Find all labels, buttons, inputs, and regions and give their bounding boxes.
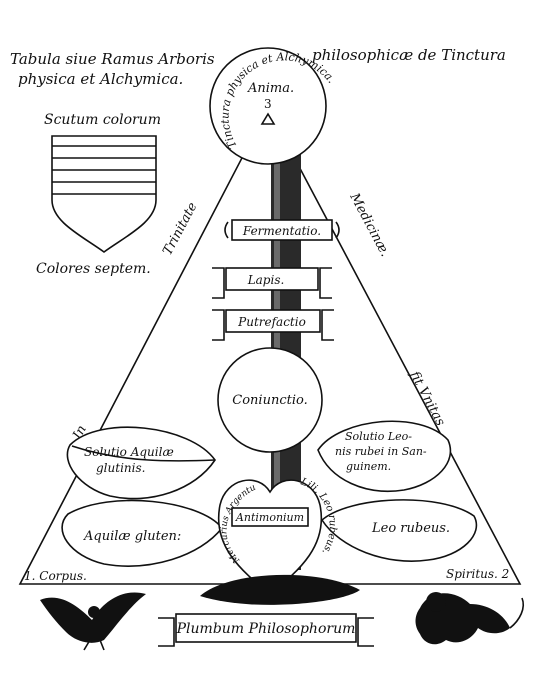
corner-left: 1. Corpus. (24, 569, 87, 583)
corner-right: Spiritus. 2 (446, 567, 509, 581)
heading-left-line2: physica et Alchymica. (18, 70, 183, 88)
leaf-lower-left: Aquilæ gluten: (61, 499, 224, 567)
scroll-putrefactio: Putrefactio (212, 309, 334, 341)
heart-center-label: Antimonium (235, 511, 304, 524)
lion-icon (415, 592, 525, 645)
scroll-putrefactio-label: Putrefactio (237, 315, 306, 329)
leaf-upper-left-line2: glutinis. (96, 461, 145, 475)
leaf-upper-left-line1: Solutio Aquilæ (84, 445, 174, 459)
scroll-fermentatio: Fermentatio. (224, 219, 340, 241)
anima-inner-triangle (260, 112, 276, 125)
scroll-fermentatio-label: Fermentatio. (242, 224, 321, 238)
side-right-upper: Medicinæ. (346, 190, 392, 259)
anima-circle (209, 47, 327, 165)
anima-label: Anima. (247, 81, 294, 96)
leaf-upper-right-line2: nis rubei in San- (335, 445, 427, 458)
heart-scroll (231, 507, 309, 527)
shield-title: Scutum colorum (44, 112, 161, 128)
bottom-banner-label: Plumbum Philosophorum (176, 621, 356, 637)
scroll-lapis-label: Lapis. (247, 273, 285, 287)
leaf-upper-right-line3: guinem. (346, 460, 391, 473)
shield-icon (51, 135, 157, 253)
leaf-lower-right-label: Leo rubeus. (371, 521, 450, 536)
leaf-upper-right-line1: Solutio Leo- (345, 430, 412, 443)
heading-right: philosophicæ de Tinctura (312, 46, 506, 64)
bottom-banner: Plumbum Philosophorum (158, 613, 374, 647)
leaf-upper-right: Solutio Leo- nis rubei in San- guinem. (317, 420, 452, 492)
anima-number: 3 (264, 97, 272, 111)
leaf-lower-left-label: Aquilæ gluten: (83, 529, 181, 544)
side-right-lower: fit Vnitas (406, 368, 448, 429)
shield-caption: Colores septem. (36, 261, 151, 277)
ground-mound (200, 574, 360, 605)
eagle-icon (40, 592, 146, 651)
coniunctio-label: Coniunctio. (232, 393, 307, 408)
heading-left-line1: Tabula siue Ramus Arboris (10, 50, 215, 68)
scroll-lapis: Lapis. (212, 267, 332, 299)
leaf-upper-left: Solutio Aquilæ glutinis. (66, 426, 216, 500)
leaf-lower-right: Leo rubeus. (320, 499, 478, 562)
coniunctio-circle (217, 347, 323, 453)
